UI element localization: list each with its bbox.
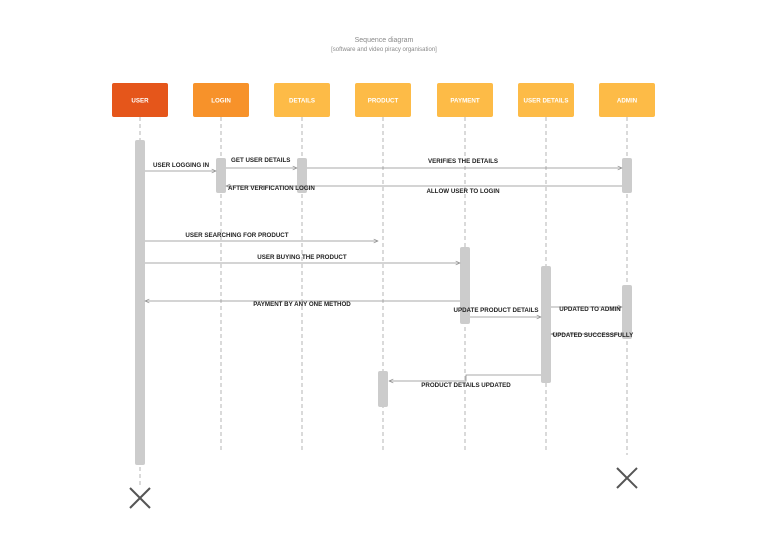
- message-label: PAYMENT BY ANY ONE METHOD: [253, 301, 351, 308]
- destroy-markers-layer: [129, 467, 638, 509]
- message-label: PRODUCT DETAILS UPDATED: [421, 382, 511, 389]
- message-m11: UPDATED SUCCESSFULLY: [551, 332, 634, 339]
- actor-box: [599, 83, 655, 117]
- message-m3: VERIFIES THE DETAILS: [307, 158, 622, 168]
- message-arrow: [389, 374, 541, 381]
- actor-label: PRODUCT: [368, 98, 399, 105]
- message-m4: ALLOW USER TO LOGIN: [226, 186, 622, 195]
- actor-box: [193, 83, 249, 117]
- actor-box: [355, 83, 411, 117]
- actor-user[interactable]: USER: [112, 83, 168, 117]
- actor-details[interactable]: DETAILS: [274, 83, 330, 117]
- message-m8: PAYMENT BY ANY ONE METHOD: [145, 301, 460, 308]
- message-m7: USER BUYING THE PRODUCT: [145, 254, 460, 263]
- message-m1: USER LOGGING IN: [145, 162, 216, 171]
- activation-bar-details: [297, 158, 307, 193]
- message-label: UPDATED TO ADMIN: [559, 306, 621, 313]
- message-label: USER BUYING THE PRODUCT: [257, 254, 347, 261]
- actor-label: ADMIN: [617, 98, 638, 105]
- lifelines-layer: [139, 117, 628, 488]
- message-m9: UPDATE PRODUCT DETAILS: [453, 307, 541, 317]
- diagram-subtitle: [software and video piracy organisation]: [331, 47, 437, 53]
- message-label: UPDATED SUCCESSFULLY: [553, 332, 634, 339]
- actor-label: USER DETAILS: [524, 98, 569, 105]
- message-m2: GET USER DETAILS: [226, 157, 297, 168]
- message-label: AFTER VERIFICATION LOGIN: [228, 185, 315, 192]
- activation-bar-payment: [460, 247, 470, 324]
- message-label: VERIFIES THE DETAILS: [428, 158, 498, 165]
- actor-label: USER: [131, 98, 149, 105]
- actor-admin[interactable]: ADMIN: [599, 83, 655, 117]
- actor-box: [112, 83, 168, 117]
- actor-login[interactable]: LOGIN: [193, 83, 249, 117]
- message-m6: USER SEARCHING FOR PRODUCT: [145, 232, 378, 241]
- actor-box: [437, 83, 493, 117]
- activation-bar-product: [378, 371, 388, 407]
- messages-layer: USER LOGGING IN GET USER DETAILS VERIFIES …: [145, 157, 634, 389]
- actor-label: LOGIN: [211, 98, 231, 105]
- activation-bar-login: [216, 158, 226, 193]
- message-label: ALLOW USER TO LOGIN: [426, 188, 500, 195]
- actor-label: DETAILS: [289, 98, 315, 105]
- destroy-marker-admin: [616, 467, 638, 489]
- actor-label: PAYMENT: [450, 98, 479, 105]
- diagram-header: Sequence diagram [software and video pir…: [0, 36, 768, 55]
- actor-payment[interactable]: PAYMENT: [437, 83, 493, 117]
- message-m12: PRODUCT DETAILS UPDATED: [389, 374, 541, 389]
- activations-layer: [135, 140, 632, 465]
- actors-layer: USER LOGIN DETAILS PRODUCT PAYMENT USER DETAI…: [112, 83, 655, 117]
- message-m5: AFTER VERIFICATION LOGIN: [228, 185, 315, 192]
- activation-bar-admin: [622, 285, 632, 339]
- diagram-title: Sequence diagram: [354, 37, 414, 44]
- activation-bar-admin: [622, 158, 632, 193]
- message-label: USER SEARCHING FOR PRODUCT: [185, 232, 288, 239]
- actor-box: [274, 83, 330, 117]
- actor-user-details[interactable]: USER DETAILS: [518, 83, 574, 117]
- actor-product[interactable]: PRODUCT: [355, 83, 411, 117]
- message-label: USER LOGGING IN: [153, 162, 210, 169]
- message-label: UPDATE PRODUCT DETAILS: [453, 307, 538, 314]
- message-label: GET USER DETAILS: [231, 157, 290, 164]
- activation-bar-user: [135, 140, 145, 465]
- activation-bar-user-details: [541, 266, 551, 383]
- actor-box: [518, 83, 574, 117]
- message-m10: UPDATED TO ADMIN: [551, 306, 622, 313]
- destroy-marker-user: [129, 487, 151, 509]
